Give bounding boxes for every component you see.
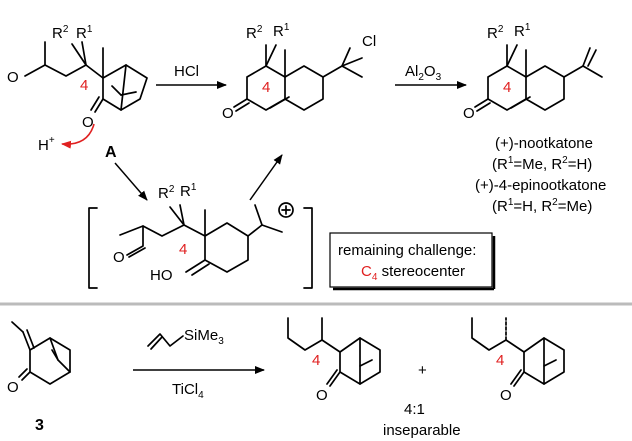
challenge-line1: remaining challenge: <box>338 242 476 259</box>
nootkatone-structure: O R2 R1 4 <box>463 22 603 122</box>
nootkatone-name: (+)-nootkatone <box>495 135 593 152</box>
cation-r2: R2 <box>158 184 175 202</box>
a-r2-label: R2 <box>52 24 69 42</box>
a-to-cation-arrow <box>114 162 148 201</box>
inseparable-label: inseparable <box>383 422 461 439</box>
nootkatone-r2: R2 <box>487 24 504 42</box>
allylation-product-minor: O 4 <box>471 317 565 404</box>
challenge-box: remaining challenge: C4 stereocenter <box>329 232 496 291</box>
a-ring-o: O <box>82 114 94 131</box>
cation-ketone-o: O <box>113 249 125 266</box>
ratio-label: 4:1 <box>404 401 425 418</box>
label-a: A <box>105 144 117 161</box>
nootkatone-condition: (R1=Me, R2=H) <box>492 155 592 173</box>
cation-ho: HO <box>150 267 173 284</box>
minor-o: O <box>500 387 512 404</box>
a-locant-4: 4 <box>80 77 88 94</box>
chloride-r2: R2 <box>246 24 263 42</box>
allyl-silane-reagent: SiMe3 <box>184 327 224 347</box>
epinootkatone-condition: (R1=H, R2=Me) <box>492 197 592 215</box>
ticl4-reagent: TiCl4 <box>172 381 204 401</box>
cation-locant-4: 4 <box>179 241 187 258</box>
proton-arrow <box>61 123 95 149</box>
al2o3-reagent: Al2O3 <box>405 63 442 83</box>
minor-locant-4: 4 <box>496 352 504 369</box>
chloride-locant-4: 4 <box>262 79 270 96</box>
h-plus: H+ <box>38 135 55 154</box>
nootkatone-r1: R1 <box>514 22 531 40</box>
compound-a: O R1 R2 4 O H+ A <box>7 24 148 161</box>
cation-to-chloride-arrow <box>249 154 283 201</box>
major-locant-4: 4 <box>312 352 320 369</box>
nootkatone-locant-4: 4 <box>503 79 511 96</box>
cation-r1: R1 <box>180 182 197 200</box>
chloride-o: O <box>222 105 234 122</box>
chloride-cl: Cl <box>362 33 376 50</box>
compound-3: O 3 <box>7 321 71 434</box>
nootkatone-o: O <box>463 105 475 122</box>
compound-3-o: O <box>7 379 19 396</box>
chloride-r1: R1 <box>273 22 290 40</box>
hcl-reagent: HCl <box>174 63 199 80</box>
cation-intermediate: O HO R2 R1 4 <box>88 182 313 289</box>
a-ketone-o: O <box>7 69 19 86</box>
a-r1-label: R1 <box>76 24 93 42</box>
allyl-silane-structure <box>147 333 184 347</box>
allylation-product-major: O 4 <box>287 317 381 404</box>
product-plus: + <box>418 362 427 379</box>
challenge-line2: C4 stereocenter <box>361 263 465 283</box>
epinootkatone-name: (+)-4-epinootkatone <box>475 177 606 194</box>
label-3: 3 <box>35 417 44 434</box>
chloride-intermediate: O Cl R2 R1 4 <box>222 22 376 122</box>
major-o: O <box>316 387 328 404</box>
